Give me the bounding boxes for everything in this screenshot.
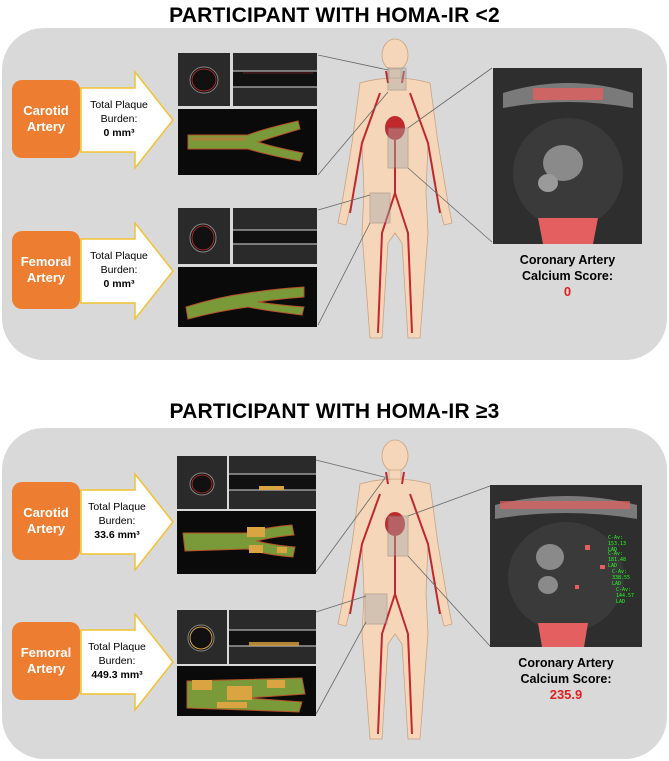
bottom-carotid-arrow: [80, 472, 174, 572]
bottom-title: PARTICIPANT WITH HOMA-IR ≥3: [169, 400, 500, 423]
bottom-body-figure: [337, 439, 453, 740]
bottom-carotid-3d-model: [177, 511, 316, 574]
bottom-carotid-ultrasound-long: [229, 456, 316, 509]
top-carotid-plaque: Total Plaque Burden: 0 mm³: [90, 99, 148, 139]
top-score-value: 0: [563, 284, 572, 299]
bottom-carotid-plaque: Total Plaque Burden: 33.6 mm³: [88, 501, 146, 541]
bottom-femoral-3d-model: [177, 666, 316, 716]
top-femoral-3d-model: [178, 267, 317, 327]
top-carotid-ultrasound-cross: [178, 53, 230, 106]
bottom-score-value: 235.9: [549, 687, 583, 702]
bottom-femoral-plaque: Total Plaque Burden: 449.3 mm³: [88, 641, 146, 681]
top-femoral-ultrasound-cross: [178, 208, 230, 264]
bottom-score-label: Coronary Artery Calcium Score: 235.9: [490, 655, 642, 703]
top-femoral-arrow: [80, 221, 174, 321]
top-femoral-plaque: Total Plaque Burden: 0 mm³: [90, 250, 148, 290]
top-score-label: Coronary Artery Calcium Score: 0: [493, 252, 642, 300]
top-carotid-ultrasound-long: [233, 53, 317, 106]
bottom-femoral-ultrasound-long: [229, 610, 316, 664]
bottom-carotid-ultrasound-cross: [177, 456, 227, 509]
bottom-femoral-arrow: [80, 612, 174, 712]
bottom-femoral-ultrasound-cross: [177, 610, 227, 664]
top-body-figure: [337, 38, 453, 339]
top-title: PARTICIPANT WITH HOMA-IR <2: [169, 4, 500, 27]
top-carotid-3d-model: [178, 109, 317, 175]
top-ct-scan: [493, 68, 642, 244]
top-femoral-ultrasound-long: [233, 208, 317, 264]
top-carotid-arrow: [80, 70, 174, 170]
bottom-ct-image: [490, 485, 642, 647]
